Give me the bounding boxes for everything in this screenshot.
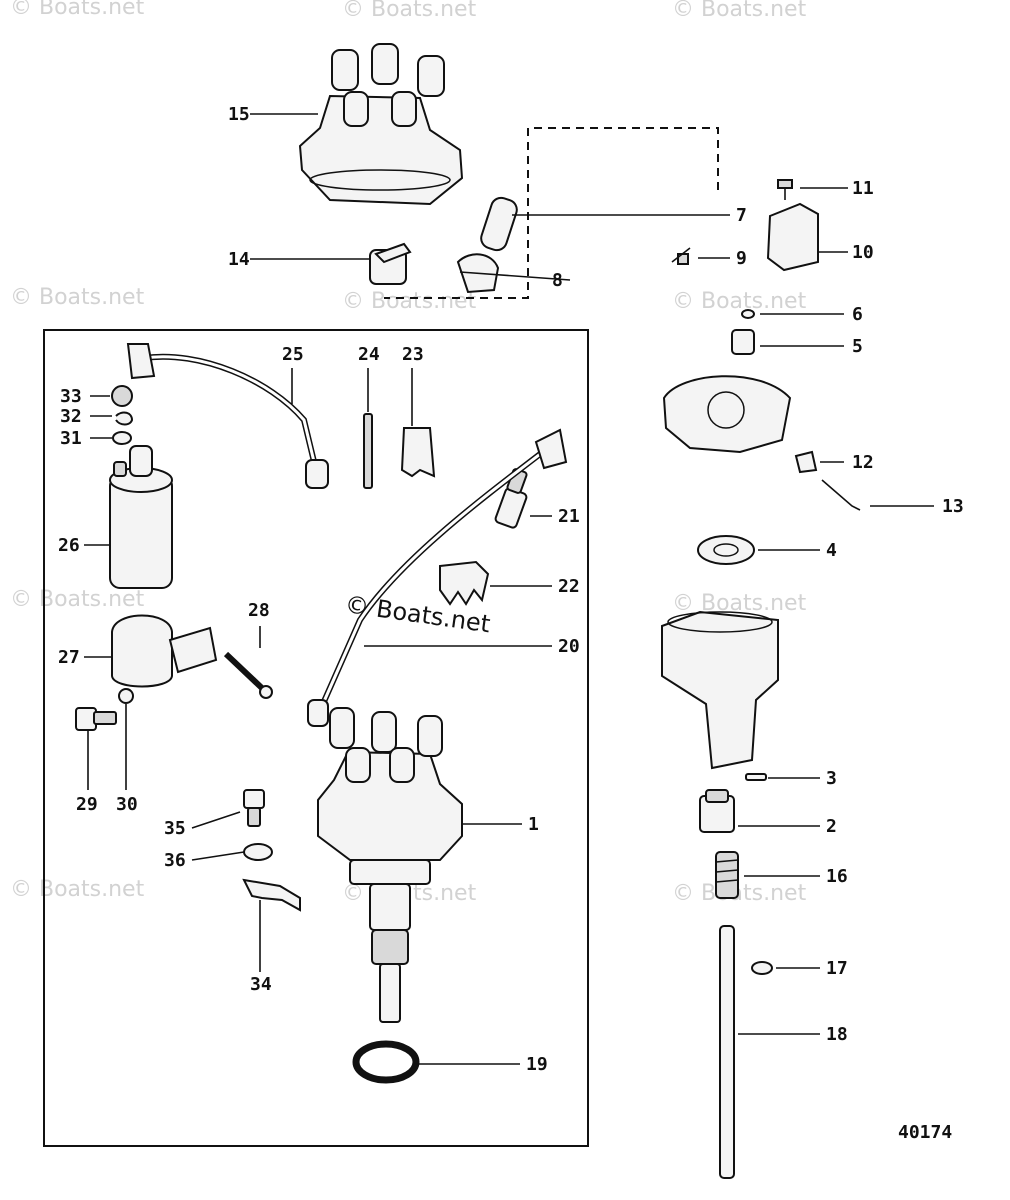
callout-18: 18 [826,1024,848,1045]
screw-11-drawing [777,179,793,200]
breaker-plate-drawing [662,375,792,454]
callout-12: 12 [852,452,874,473]
watermark: © Boats.net [672,881,807,906]
callout-28: 28 [248,600,270,621]
callout-32: 32 [60,406,82,427]
callout-4: 4 [826,540,837,561]
callout-24: 24 [358,344,380,365]
callout-33: 33 [60,386,82,407]
watermark: © Boats.net [342,289,477,314]
watermark: © Boats.net [672,591,807,616]
watermark: © Boats.net [10,285,145,310]
lock-washer-drawing [115,411,134,426]
wire-separator-drawing [439,560,490,606]
washer-30-drawing [118,688,134,704]
callout-20: 20 [558,636,580,657]
gear-drawing [699,789,735,833]
callout-25: 25 [282,344,304,365]
callout-1: 1 [528,814,539,835]
callout-15: 15 [228,104,250,125]
watermark: © Boats.net [10,0,145,20]
callout-10: 10 [852,242,874,263]
callout-26: 26 [58,535,80,556]
callout-11: 11 [852,178,874,199]
callout-3: 3 [826,768,837,789]
coil-bracket-drawing [111,614,218,688]
spring-drawing [715,851,739,899]
callout-23: 23 [402,344,424,365]
breaker-points-drawing [766,202,819,272]
condenser-drawing [480,196,518,252]
watermark: © Boats.net [10,587,145,612]
retainer-drawing [741,309,755,319]
callout-16: 16 [826,866,848,887]
o-ring-drawing [352,1040,420,1084]
watermark: © Boats.net [672,0,807,22]
pin-drawing [745,773,767,781]
bolt-29-drawing [75,707,117,731]
rotor-drawing [369,242,412,285]
clip-23-drawing [400,427,436,478]
shaft-drawing [719,925,735,1179]
callout-17: 17 [826,958,848,979]
callout-30: 30 [116,794,138,815]
callout-27: 27 [58,647,80,668]
ignition-coil-drawing [109,445,173,589]
callout-29: 29 [76,794,98,815]
wick-drawing [794,450,818,474]
clamp-drawing [242,878,301,912]
callout-5: 5 [852,336,863,357]
leader-lines [84,113,934,1065]
callout-8: 8 [552,270,563,291]
callout-6: 6 [852,304,863,325]
distributor-housing-drawing [661,610,779,770]
watermark: © Boats.net [672,289,807,314]
callout-21: 21 [558,506,580,527]
nut-drawing [111,385,133,407]
screw-28-drawing [223,651,273,699]
callout-36: 36 [164,850,186,871]
callout-31: 31 [60,428,82,449]
distributor-cap-drawing [298,43,464,206]
washer-36-drawing [243,843,273,861]
felt-drawing [731,329,755,355]
washer-31-drawing [112,431,132,445]
callout-14: 14 [228,249,250,270]
clip-drawing [751,961,773,975]
lead-drawing [821,479,861,511]
callout-35: 35 [164,818,186,839]
distributor-assembly-drawing [317,707,463,1023]
figure-number: 40174 [898,1122,952,1143]
spark-plug-wire-drawing [307,428,568,727]
callout-labels: 15 14 7 8 9 11 10 6 5 12 13 4 3 2 16 17 … [58,104,964,1075]
callout-2: 2 [826,816,837,837]
kit-box [43,329,589,1147]
screw-9-drawing [671,247,691,265]
callout-19: 19 [526,1054,548,1075]
callout-13: 13 [942,496,964,517]
watermark: © Boats.net [10,877,145,902]
stud-drawing [363,413,373,489]
callout-22: 22 [558,576,580,597]
callout-34: 34 [250,974,272,995]
callout-7: 7 [736,205,747,226]
dashed-connector [384,127,719,299]
callout-9: 9 [736,248,747,269]
bolt-35-drawing [243,789,265,827]
coil-wire-drawing [126,343,329,489]
seal-drawing [697,535,755,565]
watermark: © Boats.net [342,0,477,22]
